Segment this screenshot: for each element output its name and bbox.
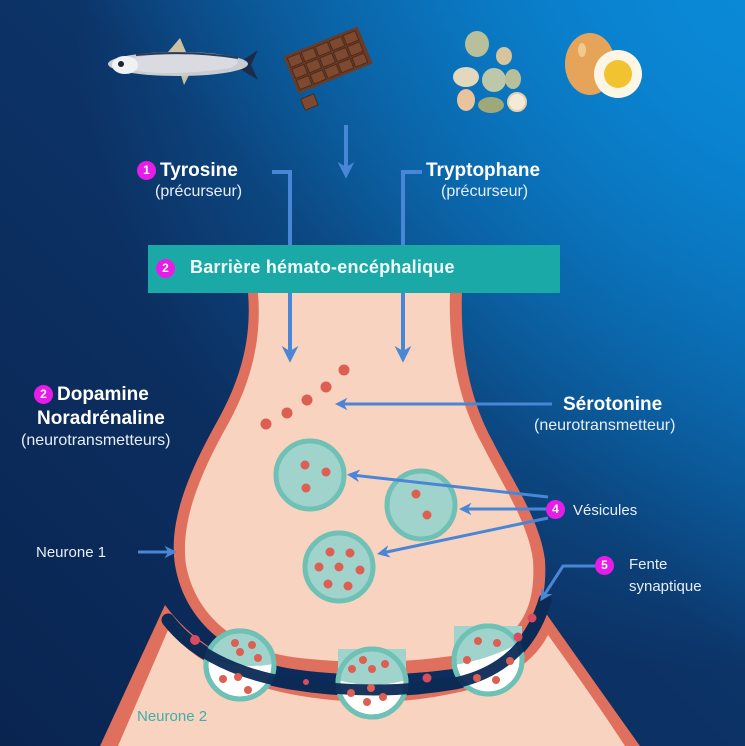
fish-icon — [108, 38, 258, 85]
barrier-banner: 2 Barrière hémato-encéphalique — [148, 245, 560, 293]
tyrosine-arrow — [272, 170, 299, 363]
tyrosine-name: Tyrosine — [160, 160, 238, 181]
fente-line1: Fente — [629, 556, 668, 573]
fente-badge-wrap: 5 — [595, 556, 618, 576]
neurotransmitter-dots — [260, 364, 350, 430]
step-badge: 5 — [595, 556, 614, 575]
neurone-2-shape — [100, 605, 640, 746]
released-molecules — [190, 613, 537, 685]
serotonine-role: (neurotransmetteur) — [534, 417, 676, 434]
fente-arrow — [540, 564, 596, 602]
vesicules-label: 4 Vésicules — [546, 500, 637, 520]
neurone2-name: Neurone 2 — [137, 708, 208, 725]
tryptophane-arrow — [394, 170, 422, 363]
vesicle-molecules — [219, 637, 514, 706]
serotonine-name: Sérotonine — [563, 394, 663, 415]
legumes-seeds-icon — [453, 31, 527, 113]
docked-vesicle — [335, 646, 409, 720]
vesicle — [302, 530, 376, 604]
step-badge: 4 — [546, 500, 565, 519]
fente-line2: synaptique — [629, 578, 702, 595]
tryptophane-role: (précurseur) — [441, 183, 529, 200]
step-badge: 2 — [156, 259, 175, 278]
vesicules-name: Vésicules — [573, 502, 638, 519]
tryptophane-name: Tryptophane — [426, 160, 541, 181]
tyrosine-role: (précurseur) — [155, 183, 243, 200]
neurone1-name: Neurone 1 — [36, 544, 107, 561]
vesicle — [384, 468, 458, 542]
arrows — [138, 125, 596, 602]
vesicle — [273, 438, 347, 512]
dopamine-role: (neurotransmetteurs) — [21, 432, 171, 449]
dopamine-name: Dopamine — [57, 384, 149, 405]
egg-icon — [565, 33, 642, 98]
barrier-name: Barrière hémato-encéphalique — [190, 257, 455, 277]
chocolate-bar-icon — [283, 26, 373, 111]
vesicle-arrow-3 — [377, 516, 549, 558]
step-badge: 1 — [137, 161, 156, 180]
vesicle-arrow-1 — [346, 469, 549, 499]
step-badge: 2 — [34, 385, 53, 404]
noradrenaline-name: Noradrénaline — [37, 408, 165, 429]
